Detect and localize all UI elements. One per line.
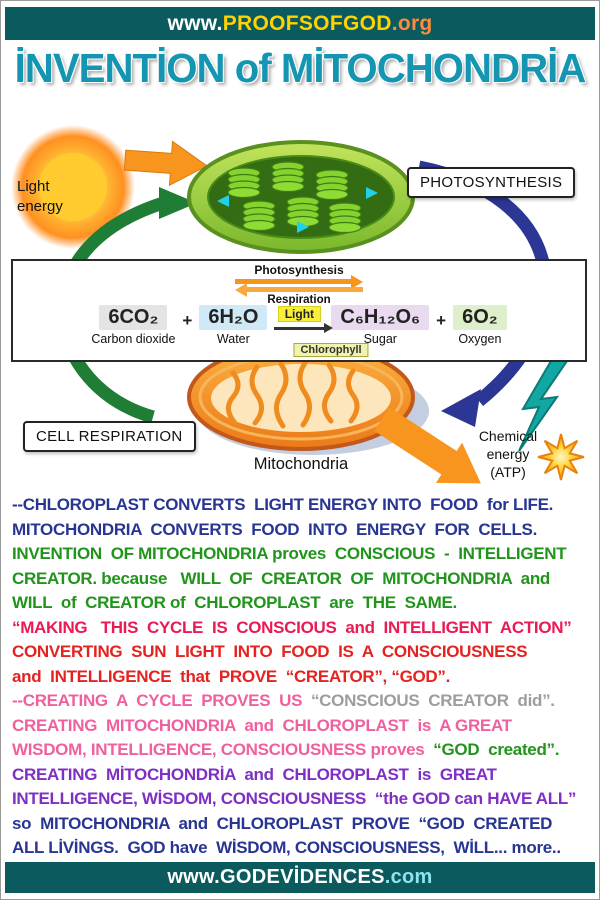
lightning-bolt-icon xyxy=(518,360,569,452)
text-segment: CREATOR. because WILL OF CREATOR OF MITO… xyxy=(12,568,550,588)
atp-star-icon xyxy=(537,433,585,481)
body-text-line: and INTELLIGENCE that PROVE “CREATOR”, “… xyxy=(12,665,592,690)
chemical-energy-label: Chemical energy (ATP) xyxy=(478,428,538,481)
co2-term: 6CO₂ Carbon dioxide xyxy=(91,305,175,346)
body-text-line: CREATOR. because WILL OF CREATOR OF MITO… xyxy=(12,567,592,592)
body-text-line: MITOCHONDRIA CONVERTS FOOD INTO ENERGY F… xyxy=(12,518,592,543)
o2-formula: 6O₂ xyxy=(453,305,507,330)
body-text-line: so MITOCHONDRIA and CHLOROPLAST PROVE “G… xyxy=(12,812,592,837)
text-segment: --CREATING A CYCLE PROVES US xyxy=(12,691,311,710)
respiration-direction-label: Respiration xyxy=(267,294,331,306)
o2-term: 6O₂ Oxygen xyxy=(453,305,507,346)
text-segment: CREATING MİTOCHONDRİA and CHLOROPLAST is… xyxy=(12,764,497,784)
body-text-line: CREATING MİTOCHONDRİA and CHLOROPLAST is… xyxy=(12,763,592,788)
respiration-arrow-icon xyxy=(235,283,363,297)
text-segment: WISDOM, INTELLIGENCE, CONSCIOUSNESS prov… xyxy=(12,740,434,759)
body-text: --CHLOROPLAST CONVERTS LIGHT ENERGY INTO… xyxy=(12,493,592,861)
thylakoid-arrow-icon xyxy=(217,195,229,207)
h2o-name: Water xyxy=(216,332,250,346)
sugar-name: Sugar xyxy=(363,332,397,346)
text-segment: WILL of CREATOR of CHLOROPLAST are THE S… xyxy=(12,593,457,612)
top-banner-url: www.PROOFSOFGOD.org xyxy=(167,12,432,36)
equation-direction-labels: Photosynthesis Respiration xyxy=(13,263,585,306)
light-reaction-arrow: Light xyxy=(274,305,334,332)
text-segment: GODEVİDENCES xyxy=(220,866,385,888)
text-segment: CREATING MITOCHONDRIA and CHLOROPLAST is… xyxy=(12,715,512,735)
h2o-term: 6H₂O Water xyxy=(199,305,268,346)
sugar-formula: C₆H₁₂O₆ xyxy=(331,305,430,330)
bottom-banner: www.GODEVİDENCES.com xyxy=(5,862,595,893)
co2-formula: 6CO₂ xyxy=(99,305,168,330)
text-segment: .org xyxy=(391,11,433,35)
photosynthesis-arrow-icon xyxy=(235,275,363,289)
text-segment: --CHLOROPLAST CONVERTS LIGHT ENERGY INTO… xyxy=(12,495,554,514)
body-text-line: CREATING MITOCHONDRIA and CHLOROPLAST is… xyxy=(12,714,592,739)
chemical-equation-row: 6CO₂ Carbon dioxide + 6H₂O Water Light C… xyxy=(13,305,585,346)
thylakoid-arrow-icon xyxy=(297,221,309,233)
top-banner: www.PROOFSOFGOD.org xyxy=(5,7,595,40)
text-segment: ALL LİVİNGS. GOD have WİSDOM, CONSCIOUSN… xyxy=(12,838,561,857)
photosynthesis-equation-box: Photosynthesis Respiration 6CO₂ Carbon d… xyxy=(11,259,587,362)
h2o-formula: 6H₂O xyxy=(199,305,268,330)
photosynthesis-label-box: PHOTOSYNTHESIS xyxy=(407,167,576,198)
text-segment: www. xyxy=(167,11,223,35)
body-text-line: WISDOM, INTELLIGENCE, CONSCIOUSNESS prov… xyxy=(12,738,592,763)
text-segment: .com xyxy=(384,866,433,888)
body-text-line: --CHLOROPLAST CONVERTS LIGHT ENERGY INTO… xyxy=(12,493,592,518)
text-segment: MITOCHONDRIA CONVERTS FOOD INTO ENERGY F… xyxy=(12,519,538,539)
text-segment: “GOD created”. xyxy=(433,740,560,759)
text-segment: CONVERTING SUN LIGHT INTO FOOD IS A CONS… xyxy=(12,642,528,661)
text-segment: “CONSCIOUS CREATOR did”. xyxy=(310,691,555,710)
mitochondria-label: Mitochondria xyxy=(253,455,349,473)
text-segment: PROOFSOFGOD xyxy=(222,11,392,35)
cycle-diagram: Light energy PHOTOSYNTHESIS CELL RESPIRA… xyxy=(1,109,599,491)
body-text-line: --CREATING A CYCLE PROVES US “CONSCIOUS … xyxy=(12,689,592,714)
light-label: Light xyxy=(277,306,322,322)
thylakoid-arrow-icon xyxy=(366,187,378,199)
body-text-line: CONVERTING SUN LIGHT INTO FOOD IS A CONS… xyxy=(12,640,592,665)
body-text-line: INVENTION OF MITOCHONDRIA proves CONSCIO… xyxy=(12,542,592,567)
reaction-direction-arrows xyxy=(235,275,363,297)
text-segment: so MITOCHONDRIA and CHLOROPLAST PROVE “G… xyxy=(12,813,553,833)
body-text-line: INTELLIGENCE, WİSDOM, CONSCIOUSNESS “the… xyxy=(12,787,592,812)
chlorophyll-label: Chlorophyll xyxy=(293,343,369,357)
reaction-arrow-icon xyxy=(274,323,334,332)
plus-sign: + xyxy=(182,311,193,330)
text-segment: www. xyxy=(167,866,221,888)
body-text-line: WILL of CREATOR of CHLOROPLAST are THE S… xyxy=(12,591,592,616)
body-text-line: “MAKING THIS CYCLE IS CONSCIOUS and INTE… xyxy=(12,616,592,641)
plus-sign: + xyxy=(436,311,447,330)
o2-name: Oxygen xyxy=(458,332,502,346)
body-text-line: ALL LİVİNGS. GOD have WİSDOM, CONSCIOUSN… xyxy=(12,836,592,861)
sugar-term: C₆H₁₂O₆ Sugar xyxy=(331,305,430,346)
sun-illustration xyxy=(11,125,135,249)
bottom-banner-url: www.GODEVİDENCES.com xyxy=(167,866,432,889)
text-segment: “MAKING THIS CYCLE IS CONSCIOUS and INTE… xyxy=(12,617,572,637)
photosynthesis-direction-label: Photosynthesis xyxy=(254,263,344,277)
text-segment: INVENTION OF MITOCHONDRIA proves CONSCIO… xyxy=(12,544,567,563)
sun-to-chloroplast-arrow-icon xyxy=(123,140,208,187)
mitochondria-to-atp-arrow-icon xyxy=(374,407,481,484)
light-energy-label: Light energy xyxy=(17,178,63,215)
chloroplast-illustration xyxy=(187,140,415,254)
text-segment: and INTELLIGENCE that PROVE “CREATOR”, “… xyxy=(12,666,451,686)
co2-name: Carbon dioxide xyxy=(91,332,176,346)
cell-respiration-label-box: CELL RESPIRATION xyxy=(23,421,196,452)
page-title: İNVENTİON of MİTOCHONDRİA xyxy=(14,45,587,91)
text-segment: INTELLIGENCE, WİSDOM, CONSCIOUSNESS “the… xyxy=(12,789,577,808)
